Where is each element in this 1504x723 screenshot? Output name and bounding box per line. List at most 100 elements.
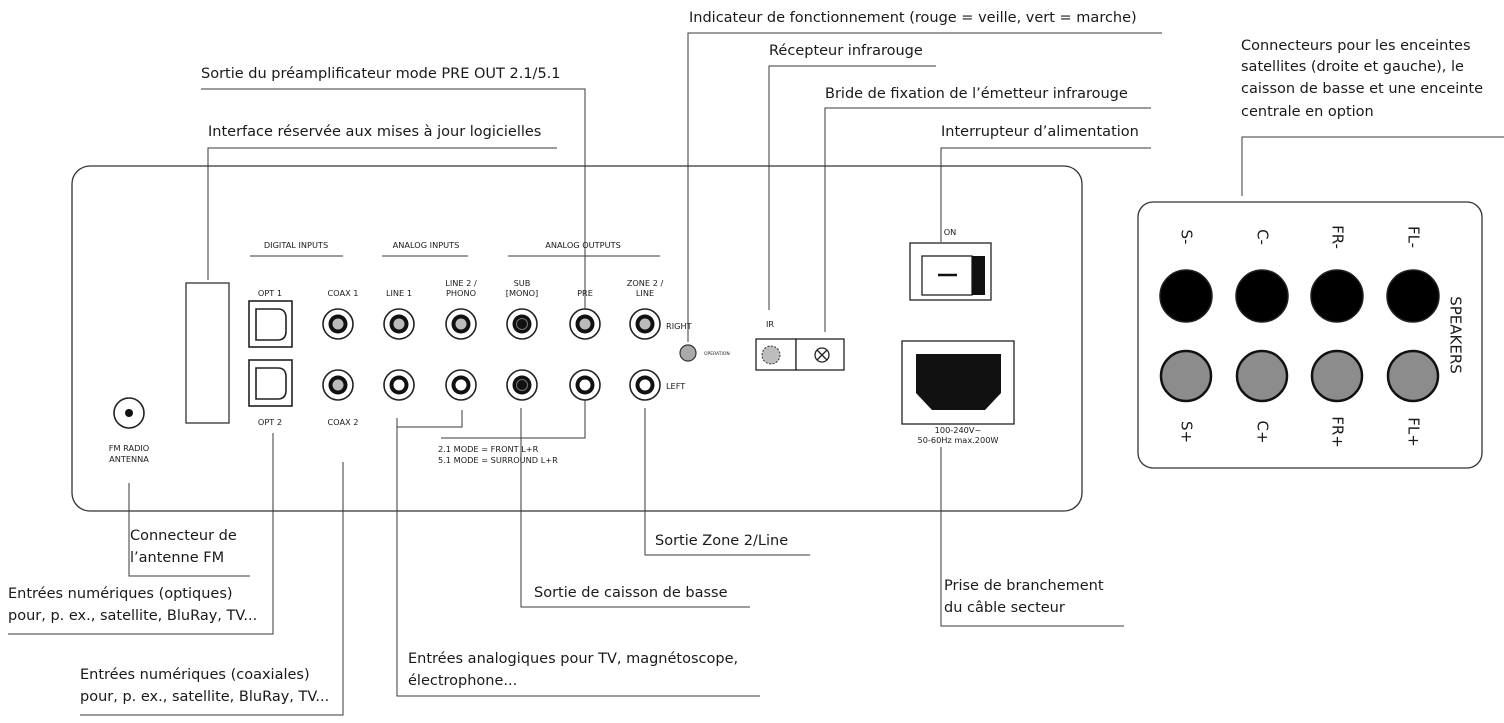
ir-label: IR xyxy=(766,319,774,329)
speaker-label-s-minus: S- xyxy=(1178,230,1196,245)
svg-text:Prise de branchement: Prise de branchement xyxy=(944,578,1104,594)
speaker-label-fr-plus: FR+ xyxy=(1329,416,1347,448)
speaker-terminal-s-minus[interactable] xyxy=(1159,269,1213,323)
svg-text:5.1 MODE = SURROUND L+R: 5.1 MODE = SURROUND L+R xyxy=(438,455,558,465)
rca-jack-sub-right[interactable] xyxy=(506,308,538,340)
svg-text:pour, p. ex., satellite, BluRa: pour, p. ex., satellite, BluRay, TV... xyxy=(8,608,257,624)
svg-text:caisson de basse et une encein: caisson de basse et une enceinte xyxy=(1241,81,1483,97)
voltage-label: 100-240V~ 50-60Hz max.200W xyxy=(917,425,998,445)
svg-text:[MONO]: [MONO] xyxy=(506,288,538,298)
svg-text:SUB: SUB xyxy=(514,278,531,288)
callout-operation-indicator: Indicateur de fonctionnement (rouge = ve… xyxy=(689,10,1137,26)
svg-text:ANALOG OUTPUTS: ANALOG OUTPUTS xyxy=(545,240,621,250)
callout-update-interface: Interface réservée aux mises à jour logi… xyxy=(208,124,541,140)
svg-text:COAX 2: COAX 2 xyxy=(327,417,358,427)
speakers-title: SPEAKERS xyxy=(1447,296,1465,374)
rca-jack-line1-left[interactable] xyxy=(383,369,415,401)
ir-emitter-mount-icon[interactable] xyxy=(814,347,830,363)
svg-text:DIGITAL INPUTS: DIGITAL INPUTS xyxy=(264,240,328,250)
speaker-terminal-c-plus[interactable] xyxy=(1235,349,1289,403)
svg-text:ANALOG INPUTS: ANALOG INPUTS xyxy=(393,240,460,250)
callout-speaker-connectors: Connecteurs pour les enceintes satellite… xyxy=(1241,38,1483,120)
operation-label: OPERATION xyxy=(704,351,730,357)
svg-text:Entrées analogiques pour TV, m: Entrées analogiques pour TV, magnétoscop… xyxy=(408,651,738,667)
column-labels: OPT 1 COAX 1 LINE 1 LINE 2 / PHONO SUB [… xyxy=(258,278,693,427)
callout-zone2-out: Sortie Zone 2/Line xyxy=(655,533,788,549)
callout-digital-coaxial: Entrées numériques (coaxiales) pour, p. … xyxy=(80,667,329,705)
svg-text:du câble secteur: du câble secteur xyxy=(944,600,1065,616)
svg-text:Entrées numériques (optiques): Entrées numériques (optiques) xyxy=(8,586,233,602)
speaker-terminal-fl-minus[interactable] xyxy=(1386,269,1440,323)
group-headers: DIGITAL INPUTS ANALOG INPUTS ANALOG OUTP… xyxy=(250,240,660,257)
svg-text:satellites (droite et gauche),: satellites (droite et gauche), le xyxy=(1241,59,1464,75)
update-interface-port[interactable] xyxy=(185,282,230,424)
speaker-terminal-s-plus[interactable] xyxy=(1159,349,1213,403)
svg-text:électrophone...: électrophone... xyxy=(408,673,517,689)
speaker-label-c-minus: C- xyxy=(1254,229,1272,245)
power-switch[interactable] xyxy=(909,242,992,301)
svg-text:COAX 1: COAX 1 xyxy=(327,288,358,298)
callout-ir-emitter-mount: Bride de fixation de l’émetteur infrarou… xyxy=(825,86,1128,102)
rca-jack-line1-right[interactable] xyxy=(383,308,415,340)
optical-input-opt2[interactable] xyxy=(248,359,293,407)
rca-jack-coax2[interactable] xyxy=(322,369,354,401)
callout-ir-receiver: Récepteur infrarouge xyxy=(769,43,923,59)
rca-jack-zone2-right[interactable] xyxy=(629,308,661,340)
callout-subwoofer-out: Sortie de caisson de basse xyxy=(534,585,728,601)
speaker-label-fr-minus: FR- xyxy=(1329,225,1347,249)
ir-receiver-icon xyxy=(761,345,781,365)
rca-jack-zone2-left[interactable] xyxy=(629,369,661,401)
svg-text:ANTENNA: ANTENNA xyxy=(109,454,149,464)
rca-jack-coax1[interactable] xyxy=(322,308,354,340)
svg-text:LEFT: LEFT xyxy=(666,381,686,391)
optical-input-opt1[interactable] xyxy=(248,300,293,348)
callout-digital-optical: Entrées numériques (optiques) pour, p. e… xyxy=(8,586,257,624)
speaker-terminal-fr-plus[interactable] xyxy=(1310,349,1364,403)
fm-antenna-label: FM RADIO ANTENNA xyxy=(109,443,150,464)
rear-panel xyxy=(71,165,1083,512)
svg-text:PHONO: PHONO xyxy=(446,288,476,298)
rca-jack-sub-left[interactable] xyxy=(506,369,538,401)
svg-text:PRE: PRE xyxy=(577,288,593,298)
svg-text:100-240V~: 100-240V~ xyxy=(935,425,982,435)
rca-jack-pre-left[interactable] xyxy=(569,369,601,401)
svg-text:LINE 2 /: LINE 2 / xyxy=(445,278,477,288)
svg-text:LINE: LINE xyxy=(636,288,654,298)
svg-text:Connecteurs pour les enceintes: Connecteurs pour les enceintes xyxy=(1241,38,1471,54)
svg-text:OPT 2: OPT 2 xyxy=(258,417,282,427)
speaker-terminal-fr-minus[interactable] xyxy=(1310,269,1364,323)
callout-fm-antenna: Connecteur de l’antenne FM xyxy=(130,528,237,566)
speaker-terminal-fl-plus[interactable] xyxy=(1386,349,1440,403)
svg-text:Connecteur de: Connecteur de xyxy=(130,528,237,544)
power-socket[interactable] xyxy=(901,340,1015,425)
svg-text:50-60Hz max.200W: 50-60Hz max.200W xyxy=(917,435,998,445)
power-on-label: ON xyxy=(944,227,957,237)
speaker-label-c-plus: C+ xyxy=(1254,420,1272,443)
callout-power-socket: Prise de branchement du câble secteur xyxy=(944,578,1104,616)
svg-text:centrale en option: centrale en option xyxy=(1241,104,1374,120)
rca-jack-pre-right[interactable] xyxy=(569,308,601,340)
speaker-label-fl-plus: FL+ xyxy=(1405,417,1423,447)
svg-text:FM RADIO: FM RADIO xyxy=(109,443,150,453)
svg-text:OPT 1: OPT 1 xyxy=(258,288,282,298)
rca-jack-line2-right[interactable] xyxy=(445,308,477,340)
rca-jack-line2-left[interactable] xyxy=(445,369,477,401)
svg-text:ZONE 2 /: ZONE 2 / xyxy=(627,278,664,288)
speaker-terminal-c-minus[interactable] xyxy=(1235,269,1289,323)
svg-text:l’antenne FM: l’antenne FM xyxy=(130,550,224,566)
svg-text:pour, p. ex., satellite, BluRa: pour, p. ex., satellite, BluRay, TV... xyxy=(80,689,329,705)
speaker-label-s-plus: S+ xyxy=(1178,421,1196,443)
svg-text:Entrées numériques (coaxiales): Entrées numériques (coaxiales) xyxy=(80,667,310,683)
fm-antenna-connector[interactable] xyxy=(113,397,145,429)
speaker-panel xyxy=(1137,201,1483,469)
svg-text:LINE 1: LINE 1 xyxy=(386,288,412,298)
svg-text:RIGHT: RIGHT xyxy=(666,321,693,331)
operation-led xyxy=(679,344,697,362)
mode-note: 2.1 MODE = FRONT L+R 5.1 MODE = SURROUND… xyxy=(438,444,558,465)
callout-analog-inputs: Entrées analogiques pour TV, magnétoscop… xyxy=(408,651,738,689)
callout-preamp-out: Sortie du préamplificateur mode PRE OUT … xyxy=(201,66,561,82)
callout-power-switch: Interrupteur d’alimentation xyxy=(941,124,1139,140)
speaker-label-fl-minus: FL- xyxy=(1405,226,1423,248)
svg-text:2.1 MODE = FRONT L+R: 2.1 MODE = FRONT L+R xyxy=(438,444,539,454)
